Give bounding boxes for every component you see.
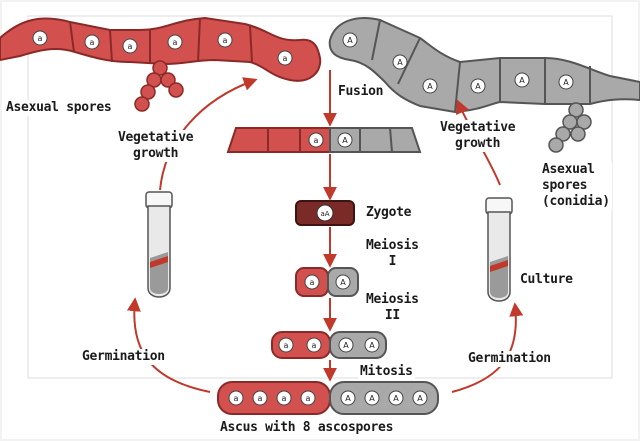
nucleus	[470, 78, 486, 94]
fusion-filament	[226, 127, 422, 153]
nucleus	[122, 38, 138, 54]
nucleus	[276, 390, 292, 406]
nucleus-label: a	[90, 38, 95, 47]
label-germination-left: Germination	[80, 349, 167, 365]
nucleus	[300, 390, 316, 406]
nucleus	[304, 274, 320, 290]
culture-tube-right	[485, 197, 513, 302]
nucleus-label: A	[343, 341, 349, 350]
label-vegetative-growth-left: Vegetative growth	[116, 130, 196, 162]
nucleus-label: A	[397, 58, 403, 67]
arrow-left-growth	[159, 77, 258, 191]
nucleus-label: A	[417, 394, 423, 403]
nucleus	[422, 78, 438, 94]
gray-conidia	[548, 102, 592, 153]
nucleus	[342, 32, 358, 48]
nucleus	[364, 390, 380, 406]
nucleus-label: a	[128, 42, 133, 51]
zygote-nucleus	[316, 204, 334, 222]
nucleus-label: a	[38, 34, 43, 43]
nucleus	[338, 337, 354, 353]
nucleus-label: a	[282, 394, 287, 403]
nucleus-label: A	[563, 78, 569, 87]
nucleus-label: a	[258, 394, 263, 403]
culture-tube-left	[145, 191, 173, 298]
nucleus	[514, 72, 530, 88]
nucleus-label: A	[427, 82, 433, 91]
label-zygote: Zygote	[364, 205, 414, 221]
nucleus	[388, 390, 404, 406]
label-culture: Culture	[518, 272, 575, 288]
nucleus-label: A	[347, 36, 353, 45]
label-fusion: Fusion	[338, 84, 384, 99]
nucleus	[392, 54, 408, 70]
nucleus-label: A	[369, 394, 375, 403]
nucleus-label: A	[369, 341, 375, 350]
nucleus	[558, 74, 574, 90]
label-vegetative-growth-right: Vegetative growth	[438, 120, 518, 152]
nucleus	[252, 390, 268, 406]
nucleus-label: a	[306, 394, 311, 403]
nucleus	[167, 34, 183, 50]
nucleus	[308, 132, 324, 148]
nucleus-label: A	[393, 394, 399, 403]
ascus	[217, 381, 439, 415]
nucleus	[412, 390, 428, 406]
nucleus-label: a	[284, 341, 289, 350]
cycle-frame	[27, 15, 613, 379]
nucleus-label: a	[234, 394, 239, 403]
nucleus-label: a	[314, 136, 319, 145]
nucleus	[228, 390, 244, 406]
nucleus-label: A	[519, 76, 525, 85]
nucleus	[335, 274, 351, 290]
nucleus-label: a	[310, 278, 315, 287]
nucleus	[277, 50, 293, 66]
nucleus-label: a	[312, 341, 317, 350]
nucleus	[306, 337, 322, 353]
nucleus	[278, 337, 294, 353]
nucleus-label: a	[173, 38, 178, 47]
nucleus-label: A	[340, 278, 346, 287]
nucleus-label: A	[475, 82, 481, 91]
nucleus	[32, 30, 48, 46]
red-asexual-spores	[134, 60, 184, 112]
nucleus	[364, 337, 380, 353]
label-asexual-spores-left: Asexual spores	[4, 100, 114, 116]
label-asexual-spores-right: Asexual spores (conidia)	[540, 162, 612, 210]
label-mitosis: Mitosis	[358, 364, 415, 380]
nucleus	[340, 390, 356, 406]
nucleus-label: A	[345, 394, 351, 403]
nucleus-label: a	[283, 54, 288, 63]
label-meiosis-1: Meiosis I	[364, 238, 421, 270]
label-meiosis-2: Meiosis II	[364, 292, 421, 324]
nucleus-label: A	[342, 136, 348, 145]
nucleus	[337, 132, 353, 148]
zygote-nucleus-label: aA	[320, 210, 329, 218]
label-germination-right: Germination	[466, 351, 553, 367]
red-hypha-top-left	[0, 16, 322, 82]
label-ascus: Ascus with 8 ascospores	[218, 420, 396, 436]
nucleus	[217, 32, 233, 48]
nucleus	[84, 34, 100, 50]
nucleus-label: a	[223, 36, 228, 45]
